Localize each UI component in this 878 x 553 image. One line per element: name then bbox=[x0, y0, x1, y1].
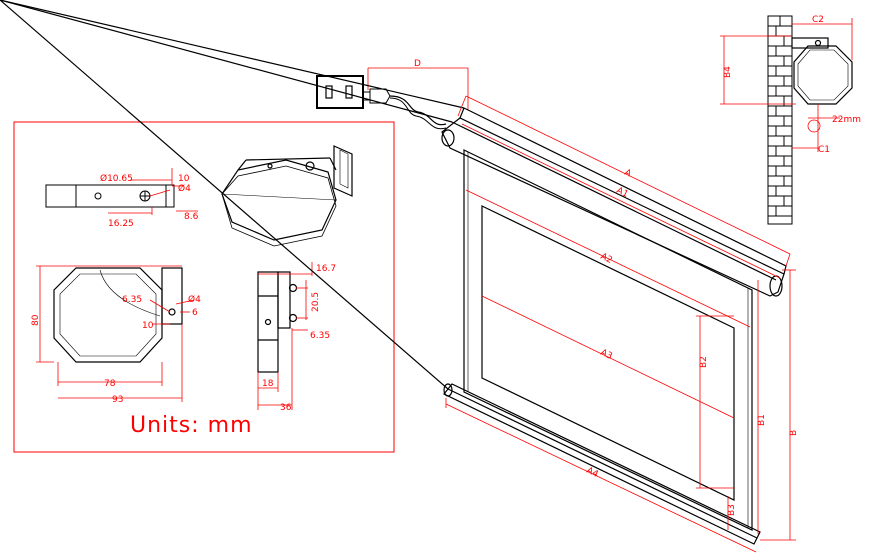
label-d: D bbox=[414, 59, 421, 69]
dim-16-7: 16.7 bbox=[316, 264, 336, 274]
bracket-end-view bbox=[257, 271, 298, 373]
screen-housing bbox=[0, 0, 787, 297]
label-c1: C1 bbox=[818, 145, 830, 155]
bracket-panel-frame bbox=[13, 121, 395, 453]
wall-mount-dimensions bbox=[720, 18, 853, 152]
label-a2: A2 bbox=[599, 252, 614, 266]
bracket-end-dimensions bbox=[257, 262, 313, 410]
power-outlet bbox=[316, 75, 364, 109]
bracket-front-dimensions bbox=[36, 265, 195, 402]
units-label: Units: mm bbox=[130, 413, 253, 438]
label-22mm: 22mm bbox=[832, 115, 861, 125]
label-c2: C2 bbox=[812, 15, 824, 25]
label-b3: B3 bbox=[727, 504, 737, 516]
dim-20-5: 20.5 bbox=[311, 292, 321, 312]
screen-bottom-bar bbox=[0, 0, 761, 545]
label-a1: A1 bbox=[615, 186, 630, 200]
bracket-detail-panel: Ø10.65 10 Ø4 16.25 8.6 bbox=[13, 121, 395, 453]
dim-dia4-top: Ø4 bbox=[178, 183, 191, 194]
label-b2: B2 bbox=[699, 356, 709, 368]
dim-6-35-right: 6.35 bbox=[310, 331, 330, 341]
dim-78: 78 bbox=[104, 379, 116, 389]
dim-dia4-mid: Ø4 bbox=[188, 294, 201, 305]
screen-viewing-area bbox=[481, 205, 735, 501]
label-b: B bbox=[789, 430, 799, 436]
bracket-front-view bbox=[53, 267, 183, 363]
dim-16-25: 16.25 bbox=[108, 219, 134, 229]
label-a: A bbox=[623, 168, 634, 180]
label-a3: A3 bbox=[599, 348, 614, 362]
dim-8-6: 8.6 bbox=[184, 212, 199, 222]
dim-93: 93 bbox=[112, 395, 123, 405]
bracket-isometric-view bbox=[221, 145, 353, 247]
dim-d-line bbox=[367, 67, 469, 110]
bracket-side-view bbox=[45, 184, 175, 208]
label-b1: B1 bbox=[757, 414, 767, 426]
label-a4: A4 bbox=[585, 466, 600, 480]
dim-36: 36 bbox=[280, 403, 292, 413]
wall-mount-bracket bbox=[791, 37, 853, 105]
dim-18: 18 bbox=[262, 379, 274, 389]
dim-6-35-left: 6.35 bbox=[122, 295, 142, 305]
label-b4: B4 bbox=[723, 66, 733, 78]
dim-10: 10 bbox=[142, 321, 154, 331]
dim-6: 6 bbox=[192, 308, 198, 318]
dim-80: 80 bbox=[31, 314, 41, 326]
screen-fabric bbox=[463, 149, 753, 531]
wall-brick-column bbox=[767, 15, 793, 225]
dim-l10: 10 bbox=[178, 174, 190, 184]
screen-dimension-lines bbox=[445, 95, 796, 553]
dim-dia-10-65: Ø10.65 bbox=[100, 173, 133, 184]
bracket-side-dimensions bbox=[108, 168, 198, 215]
